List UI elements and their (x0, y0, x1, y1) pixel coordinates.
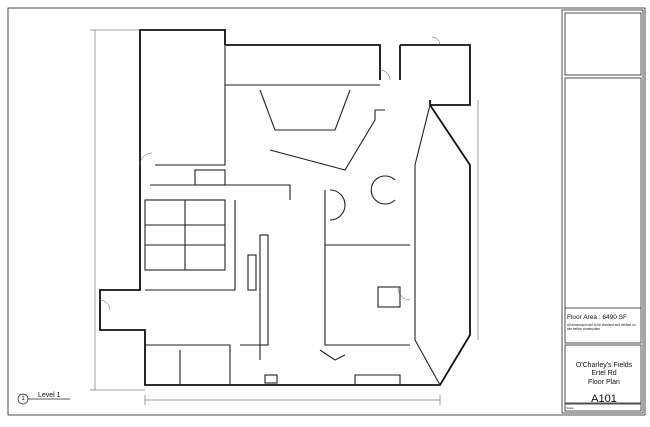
view-number: 1 (21, 396, 25, 402)
construction-note: All dimensions are to be checked and ver… (567, 323, 636, 331)
scale-label: Scale (566, 406, 574, 410)
title-block-box-info (564, 77, 642, 344)
drawing-title: Floor Plan (588, 379, 620, 386)
interior-walls (144, 45, 441, 386)
door-swings (99, 36, 441, 311)
exterior-walls (99, 29, 471, 386)
project-address: Ertel Rd (591, 370, 617, 377)
view-name: Level 1 (38, 392, 61, 399)
sheet-number: A101 (591, 393, 617, 405)
title-block-box-project (564, 344, 642, 404)
project-name: O'Charley's Fields (575, 362, 633, 369)
title-block-frame (561, 9, 644, 414)
dimension-lines (90, 29, 479, 405)
floor-area-label: Floor Area : 6490 SF (567, 314, 627, 321)
title-block-box-top (564, 12, 642, 76)
sheet-border (7, 7, 646, 416)
